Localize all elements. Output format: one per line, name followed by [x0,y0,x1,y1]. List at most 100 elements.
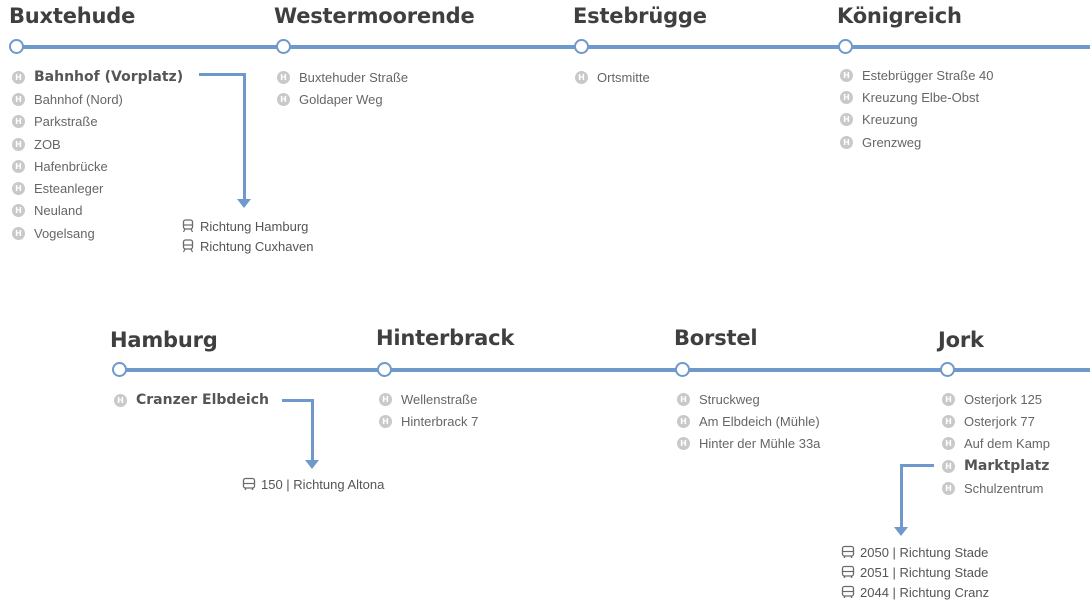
stop-label: Hinter der Mühle 33a [699,436,821,452]
connection-list-hamburg: 150 | Richtung Altona [242,474,384,494]
station-name-buxtehude: Buxtehude [9,4,136,28]
stop-item[interactable]: H Hinter der Mühle 33a [677,433,820,455]
station-marker-estebruegge[interactable] [574,39,589,54]
bus-icon [841,565,855,578]
arrow-down-icon [305,460,319,469]
bus-icon [841,545,855,558]
stop-item[interactable]: H Hinterbrack 7 [379,410,478,432]
stop-label: Hafenbrücke [34,158,108,174]
bus-stop-icon: H [379,414,392,428]
connection-label: 2050 | Richtung Stade [860,544,989,560]
station-marker-jork[interactable] [940,362,955,377]
connection-label: 2044 | Richtung Cranz [860,584,990,600]
stop-label: ZOB [34,136,61,152]
station-marker-hinterbrack[interactable] [377,362,392,377]
stop-item[interactable]: H Hafenbrücke [12,155,183,177]
bus-stop-icon: H [114,393,127,407]
station-marker-borstel[interactable] [675,362,690,377]
bus-stop-icon: H [12,137,25,151]
station-name-jork: Jork [938,328,984,352]
connection-item[interactable]: 2051 | Richtung Stade [841,562,989,582]
stop-label: Schulzentrum [964,480,1044,496]
bus-stop-icon: H [840,113,853,127]
stop-item[interactable]: H Bahnhof (Nord) [12,88,183,110]
stop-item[interactable]: H Neuland [12,200,183,222]
stop-label: Am Elbdeich (Mühle) [699,413,820,429]
stop-label: Bahnhof (Nord) [34,91,123,107]
stop-label: Esteanleger [34,181,104,197]
stop-item[interactable]: H Am Elbdeich (Mühle) [677,410,820,432]
stop-label: Marktplatz [964,458,1050,475]
connection-label: 2051 | Richtung Stade [860,564,989,580]
station-marker-buxtehude[interactable] [9,39,24,54]
bus-stop-icon: H [12,92,25,106]
station-marker-westermoorende[interactable] [276,39,291,54]
station-marker-hamburg[interactable] [112,362,127,377]
arrow-down-icon [894,527,908,536]
station-name-koenigreich: Königreich [837,4,962,28]
station-name-estebruegge: Estebrügge [573,4,707,28]
bus-stop-icon: H [942,481,955,495]
connection-item[interactable]: Richtung Hamburg [181,216,313,236]
connection-list-jork: 2050 | Richtung Stade 2051 | Richtung St… [841,542,989,602]
stop-label: Wellenstraße [401,391,478,407]
bus-stop-icon: H [12,182,25,196]
stop-label: Grenzweg [862,134,922,150]
connection-item[interactable]: 150 | Richtung Altona [242,474,384,494]
connection-label: Richtung Cuxhaven [200,238,314,254]
bus-stop-icon: H [942,392,955,406]
bus-stop-icon: H [840,135,853,149]
stop-label: Estebrügger Straße 40 [862,67,994,83]
connector-line [900,464,934,467]
connection-label: Richtung Hamburg [200,218,309,234]
station-name-hamburg: Hamburg [110,328,218,352]
stop-label: Hinterbrack 7 [401,413,479,429]
bus-stop-icon: H [12,159,25,173]
bus-stop-icon: H [942,437,955,451]
arrow-down-icon [237,199,251,208]
station-marker-koenigreich[interactable] [838,39,853,54]
connector-line [282,399,314,402]
stop-item[interactable]: H Grenzweg [840,131,994,153]
bus-stop-icon: H [277,92,290,106]
connection-list-buxtehude: Richtung Hamburg Richtung Cuxhaven [181,216,313,256]
stop-item[interactable]: H Esteanleger [12,177,183,199]
connection-item[interactable]: Richtung Cuxhaven [181,236,313,256]
stop-label: Neuland [34,203,83,219]
connection-item[interactable]: 2044 | Richtung Cranz [841,582,989,602]
stop-label: Ortsmitte [597,69,650,85]
stop-item[interactable]: H Schulzentrum [942,477,1050,499]
bus-stop-icon: H [677,414,690,428]
stop-item[interactable]: H ZOB [12,133,183,155]
connector-line [900,464,903,528]
bus-stop-icon: H [677,437,690,451]
station-name-westermoorende: Westermoorende [274,4,475,28]
bus-stop-icon: H [12,204,25,218]
stop-label: Parkstraße [34,114,98,130]
connector-line [311,399,314,461]
train-icon [182,219,194,233]
connection-item[interactable]: 2050 | Richtung Stade [841,542,989,562]
bus-icon [242,477,256,490]
